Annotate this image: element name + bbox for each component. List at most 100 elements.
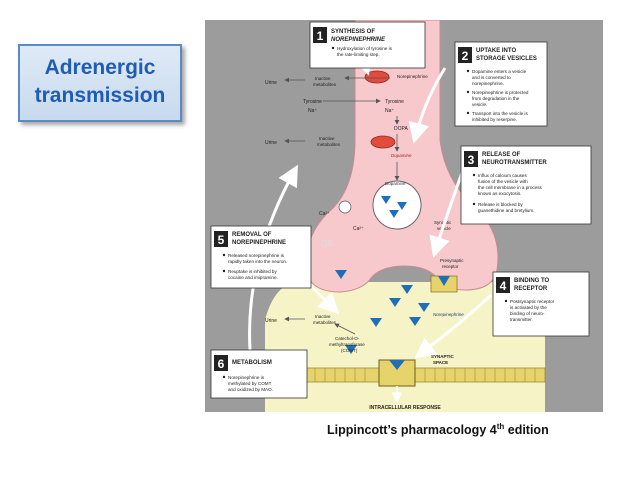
step-3-bullet-1-line-4: known as exocytosis.	[478, 191, 521, 196]
overlay-gs-label: gs	[321, 237, 333, 249]
figure-caption: Lippincott’s pharmacology 4th edition	[327, 422, 549, 437]
step-4-bullet-1-line-4: transmitter.	[510, 317, 533, 322]
step-3-number: 3	[468, 153, 475, 167]
nt-in-vesicle	[389, 210, 399, 218]
step-4-bullet-1-line-1: Postsynaptic receptor	[510, 299, 555, 304]
step-2-bullet-3-line-2: inhibited by reserpine.	[472, 117, 517, 122]
metabolites-label-3: metabolites	[313, 320, 337, 325]
step-3-bullet-1-line-2: fusion of the vesicle with	[478, 179, 528, 184]
step-1-bullet-1-line-1: Hydroxylation of tyrosine is	[337, 46, 393, 51]
caption-text: Lippincott’s pharmacology 4	[327, 423, 497, 438]
step-6-heading-1: METABOLISM	[232, 360, 272, 366]
title-line-2: transmission	[34, 84, 166, 107]
step-3-box: 3 RELEASE OF NEUROTRANSMITTER Influx of …	[460, 145, 592, 225]
nt-in-vesicle	[381, 196, 391, 204]
step-1-bullet-1-line-2: the rate-limiting step.	[337, 52, 380, 57]
step-4-heading-1: BINDING TO	[514, 278, 550, 284]
step-1-number: 1	[317, 29, 324, 43]
step-3-bullet-1-line-1: Influx of calcium causes	[478, 173, 527, 178]
released-norepinephrine	[409, 317, 421, 326]
step-3-heading-1: RELEASE OF	[482, 152, 521, 158]
step-1-heading-2: NOREPINEPHRINE	[331, 37, 386, 43]
step-5-heading-2: NOREPINEPHRINE	[232, 240, 286, 246]
comt-label-2: methyltransferase	[329, 342, 365, 347]
inactive-label-3: Inactive	[315, 314, 331, 319]
norepinephrine-label-top: Norepinephrine	[397, 74, 428, 79]
adrenergic-diagram: Dopamine INTRACELLULAR RESPONSE Urine In…	[205, 20, 603, 412]
step-4-number: 4	[500, 279, 507, 293]
intracellular-response-label: INTRACELLULAR RESPONSE	[369, 405, 441, 411]
step-5-bullet-1-line-2: rapidly taken into the neuron.	[228, 259, 287, 264]
synaptic-space-label-1: SYNAPTIC	[431, 354, 455, 359]
mitochondrion	[370, 135, 396, 149]
calcium-label-1: Ca²⁺	[319, 211, 330, 217]
title-line-1: Adrenergic	[44, 56, 156, 79]
tyrosine-label-out: Tyrosine	[303, 99, 322, 105]
released-norepinephrine	[389, 298, 401, 307]
step-3-bullet-2-line-1: Release is blocked by	[478, 202, 523, 207]
step-4-heading-2: RECEPTOR	[514, 286, 548, 292]
step-5-box: 5 REMOVAL OF NOREPINEPHRINE Released nor…	[210, 225, 312, 289]
dopamine-label: Dopamine	[391, 153, 412, 158]
step-2-bullet-1-line-1: Dopamine enters a vesicle	[472, 69, 527, 74]
step-3-heading-2: NEUROTRANSMITTER	[482, 160, 547, 166]
step-2-bullet-2-line-2: from degradation in the	[472, 96, 520, 101]
step-2-heading-1: UPTAKE INTO	[476, 48, 516, 54]
comt-label-1: Catechol-O-	[335, 336, 360, 341]
step-2-bullet-2-line-1: Norepinephrine is protected	[472, 90, 529, 95]
released-norepinephrine	[345, 345, 357, 354]
tyrosine-label-in: Tyrosine	[385, 99, 404, 105]
step-4-box: 4 BINDING TO RECEPTOR Postsynaptic recep…	[492, 271, 590, 337]
step-5-bullet-2-line-1: Reuptake is inhibited by	[228, 269, 277, 274]
step-2-heading-2: STORAGE VESICLES	[476, 56, 537, 62]
step-5-bullet-2-line-2: cocaine and imipramine.	[228, 275, 278, 280]
na-label-out: Na⁺	[308, 108, 317, 114]
released-norepinephrine	[401, 285, 413, 294]
step-2-box: 2 UPTAKE INTO STORAGE VESICLES Dopamine …	[454, 41, 548, 127]
step-3-bullet-2-line-2: guanethidine and bretylium.	[478, 208, 534, 213]
mitochondrion	[364, 70, 390, 84]
title-box: Adrenergic transmission	[18, 44, 182, 122]
step-5-heading-1: REMOVAL OF	[232, 232, 272, 238]
step-6-bullet-1-line-3: and oxidized by MAO.	[228, 387, 273, 392]
dopa-label: DOPA	[394, 126, 408, 132]
inactive-label-1: Inactive	[315, 76, 331, 81]
released-norepinephrine	[418, 303, 430, 312]
comt-label-3: (COMT)	[341, 348, 358, 353]
na-label-in: Na⁺	[385, 108, 394, 114]
step-4-bullet-1-line-3: binding of neuro-	[510, 311, 545, 316]
step-1-heading-1: SYNTHESIS OF	[331, 29, 375, 35]
step-1-box: 1 SYNTHESIS OF NOREPINEPHRINE Hydroxylat…	[309, 21, 426, 69]
urine-label-1: Urine	[265, 80, 277, 86]
inactive-label-2: Inactive	[319, 136, 335, 141]
step-6-bullet-1-line-2: methylated by COMT	[228, 381, 272, 386]
metabolites-label-1: metabolites	[313, 82, 337, 87]
vesicle-dopamine-label: Dopamine	[385, 181, 406, 186]
step-2-bullet-3-line-1: Transport into the vesicle is	[472, 111, 528, 116]
caption-tail: edition	[504, 423, 549, 438]
step-2-bullet-1-line-3: norepinephrine.	[472, 81, 504, 86]
step-2-bullet-2-line-3: vesicle.	[472, 102, 487, 107]
released-norepinephrine	[335, 270, 347, 279]
caption-superscript: th	[496, 422, 505, 431]
step-6-box: 6 METABOLISM Norepinephrine is methylate…	[210, 349, 308, 399]
step-5-number: 5	[218, 233, 225, 247]
step-3-bullet-1-line-3: the cell membrane in a process	[478, 185, 543, 190]
released-norepinephrine	[370, 318, 382, 327]
synaptic-vesicle	[372, 180, 422, 230]
step-6-number: 6	[218, 357, 225, 371]
synaptic-space-label-2: SPACE	[433, 360, 448, 365]
step-4-bullet-1-line-2: is activated by the	[510, 305, 547, 310]
calcium-label-2: Ca²⁺	[353, 226, 364, 232]
metabolites-label-2: metabolites	[317, 142, 341, 147]
urine-label-3: Urine	[265, 318, 277, 324]
urine-label-2: Urine	[265, 140, 277, 146]
presynaptic-receptor-label-2: receptor	[442, 264, 459, 269]
norepinephrine-label-cleft: Norepinephrine	[433, 312, 464, 317]
presynaptic-receptor-label-1: Presynaptic	[440, 258, 464, 263]
nt-in-vesicle	[397, 202, 407, 210]
step-2-number: 2	[462, 49, 469, 63]
step-6-bullet-1-line-1: Norepinephrine is	[228, 375, 265, 380]
step-5-bullet-1-line-1: Released norepinephrine is	[228, 253, 285, 258]
action-potential-icon	[338, 200, 352, 214]
